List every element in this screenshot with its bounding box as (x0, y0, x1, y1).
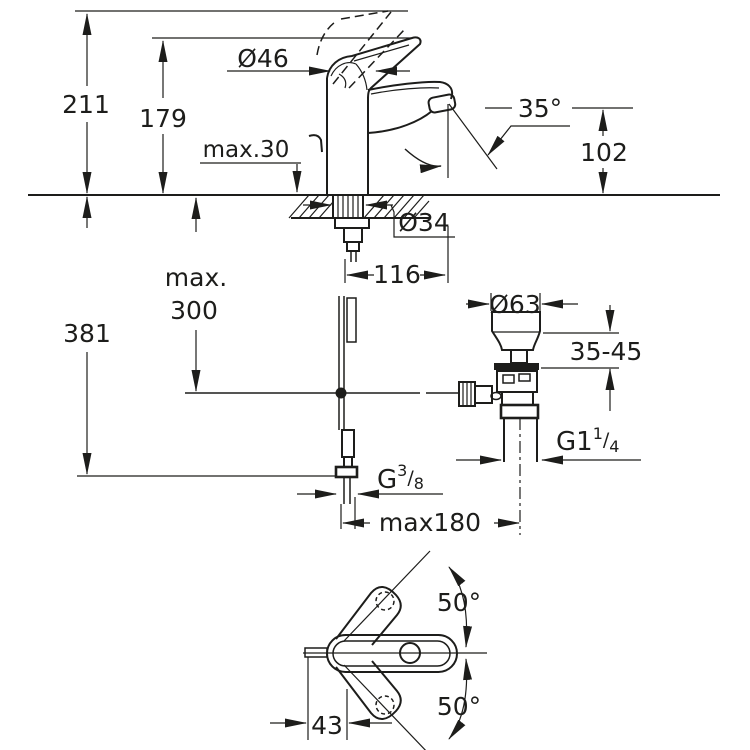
spout (367, 80, 454, 134)
dim-shank-diameter: Ø34 (398, 208, 450, 237)
dim-overall-depth: 381 (63, 319, 111, 348)
dim-pullrod-max-label: max. (165, 263, 227, 292)
dim-supply-thread: G3/8 (377, 461, 424, 495)
dimension-labels: 211 179 Ø46 max.30 35° 102 Ø34 116 max. … (62, 44, 642, 740)
dim-basin-thickness-range: 35-45 (570, 337, 643, 366)
dim-cartridge-diameter: Ø46 (237, 44, 289, 73)
drain-knurled-knob (458, 381, 502, 407)
dim-waste-thread: G11/4 (556, 424, 619, 457)
drain-assembly (458, 311, 541, 535)
dim-waste-flange-diameter: Ø63 (489, 290, 541, 319)
faucet-side-view (308, 10, 457, 195)
dim-hose-to-waste: max180 (379, 508, 481, 537)
lever-swung-up (335, 586, 402, 646)
dim-spout-tip-height: 179 (139, 104, 187, 133)
dim-handle-offset: 43 (311, 711, 343, 740)
dimension-lines (75, 10, 641, 529)
swivel-arrow (404, 148, 442, 174)
dim-pullrod-max-value: 300 (170, 296, 218, 325)
spray-angle-line (448, 103, 498, 170)
dim-spout-reach: 116 (373, 260, 421, 289)
dim-swing-down: 50° (437, 692, 481, 721)
dim-outlet-height: 102 (580, 138, 628, 167)
pop-up-linkage (185, 387, 459, 399)
lever-pivot (399, 642, 421, 664)
aerator (427, 93, 457, 114)
dim-spray-angle: 35° (518, 94, 562, 123)
handle-top-view (270, 550, 487, 750)
mounting-shank (332, 195, 370, 262)
lever-outline (326, 634, 458, 673)
lever-swung-down (335, 660, 402, 720)
countertop (28, 194, 720, 219)
dim-mounting-thickness: max.30 (203, 137, 290, 163)
pop-up-rod-knob (308, 134, 323, 153)
handle-raised-dashed (316, 10, 405, 89)
dim-overall-height: 211 (62, 90, 110, 119)
supply-hose (334, 296, 359, 504)
dim-swing-up: 50° (437, 588, 481, 617)
faucet-body (326, 36, 422, 195)
